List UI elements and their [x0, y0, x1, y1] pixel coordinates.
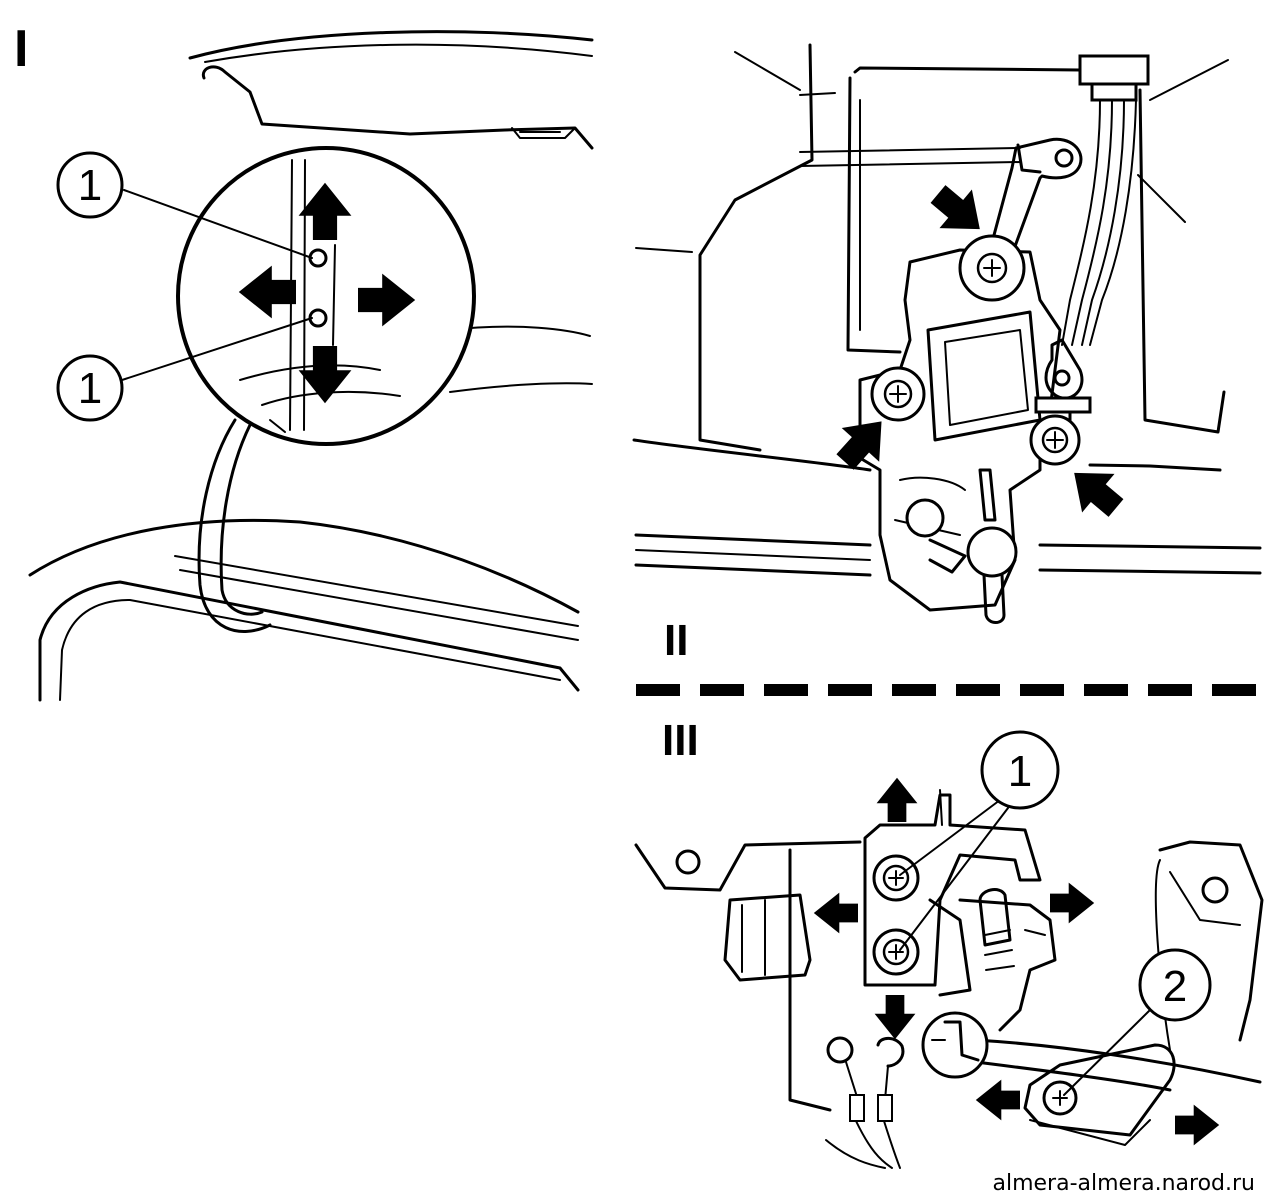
arrow-right-bracket-icon: [1175, 1104, 1220, 1146]
wiring-connector: [1061, 54, 1150, 346]
callout-1-striker-number: 1: [1008, 747, 1032, 796]
panel-iii: III: [634, 716, 1264, 1169]
striker-bracket: [863, 789, 1057, 1079]
callout-1-top: 1: [56, 151, 313, 259]
arrow-left-icon: [813, 892, 858, 934]
callout-2-number: 2: [1163, 962, 1187, 1011]
panel-ii-label: II: [664, 616, 688, 665]
arrow-left-bracket-icon: [975, 1079, 1020, 1121]
callout-1-bottom-number: 1: [78, 364, 102, 413]
wiring-harness: [825, 1036, 905, 1169]
bolt-left: [870, 366, 926, 422]
lock-body-outline: [632, 43, 1262, 577]
trunk-lock-mechanism: [858, 137, 1092, 624]
callout-1-bottom: 1: [56, 317, 313, 422]
arrow-down-icon: [874, 995, 916, 1040]
watermark: almera-almera.narod.ru: [993, 1171, 1256, 1196]
panel-i-label: I: [14, 20, 28, 78]
magnified-view-circle: [176, 146, 476, 446]
panel-iii-label: III: [662, 716, 699, 765]
trunk-lid-outline: [188, 30, 594, 150]
support-strut: [197, 418, 272, 633]
panel-ii: II: [632, 43, 1262, 665]
callout-1-striker: 1: [899, 730, 1060, 951]
bolt-right: [1029, 414, 1081, 466]
striker-bolt-upper: [872, 854, 920, 902]
latch-ring: [921, 1011, 989, 1079]
callout-2-bracket: 2: [1063, 948, 1212, 1096]
panel-i: I: [14, 20, 594, 702]
support-strut-inner: [219, 423, 264, 616]
callout-1-top-number: 1: [78, 161, 102, 210]
arrow-right-icon: [1050, 882, 1095, 924]
mount-hole-left: [675, 849, 701, 875]
mount-hole-right: [1201, 876, 1229, 904]
arrow-up-icon: [876, 777, 918, 822]
bolt-top: [958, 234, 1026, 302]
striker-base-plate: [634, 840, 1264, 1112]
